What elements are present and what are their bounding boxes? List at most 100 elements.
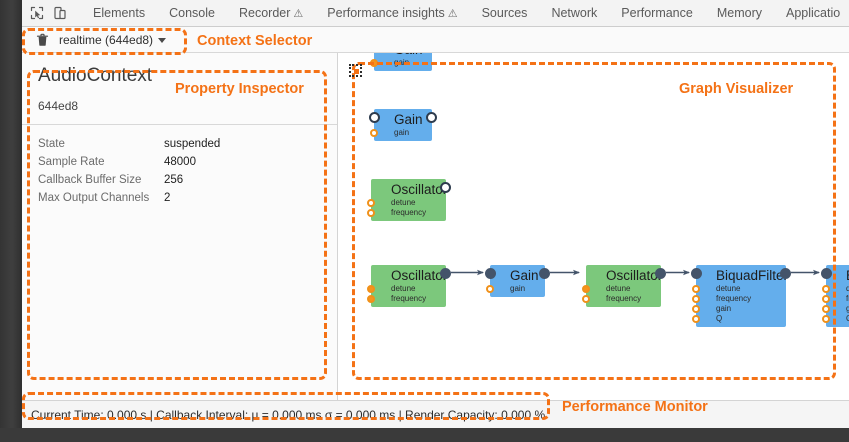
param-port-gain[interactable] [692, 305, 700, 313]
property-key: Max Output Channels [38, 192, 150, 204]
graph-node-title: Oscillator [391, 268, 448, 283]
performance-monitor-bar: Current Time: 0.000 s | Callback Interva… [22, 400, 849, 428]
tab-performance-insights[interactable]: Performance insights⚠ [315, 0, 469, 26]
property-value: 2 [164, 192, 171, 204]
audio-param-detune: detune [391, 198, 416, 207]
node-output-port[interactable] [440, 268, 451, 279]
param-port-q[interactable] [822, 315, 830, 323]
node-input-port[interactable] [691, 268, 702, 279]
param-port-frequency[interactable] [582, 295, 590, 303]
table-row: Sample Rate 48000 [38, 153, 323, 171]
param-port-detune[interactable] [822, 285, 830, 293]
audio-param-gain: gain [394, 58, 410, 67]
node-input-port[interactable] [369, 112, 380, 123]
tab-label: Console [169, 6, 215, 20]
param-port-detune[interactable] [367, 199, 375, 207]
devtools-tabbar: Elements Console Recorder⚠ Performance i… [22, 0, 849, 27]
graph-node-title: Gain [394, 112, 423, 127]
table-row: Max Output Channels 2 [38, 189, 323, 207]
param-port-frequency[interactable] [367, 209, 375, 217]
graph-node-title: Oscillator [606, 268, 663, 283]
node-output-port[interactable] [539, 268, 550, 279]
graph-node-title: BiquadFilter [716, 268, 789, 283]
audio-param-frequency: frequency [606, 294, 642, 303]
audio-param-gain: gain [394, 128, 410, 137]
context-selector-value: realtime (644ed8) [59, 32, 154, 47]
property-value: 256 [164, 174, 184, 186]
tab-console[interactable]: Console [157, 0, 227, 26]
window-bottom-chrome [0, 428, 849, 442]
param-port-gain[interactable] [822, 305, 830, 313]
inspect-element-icon[interactable] [30, 6, 44, 20]
audio-param-frequency: frequency [846, 294, 849, 303]
param-port-gain[interactable] [370, 59, 378, 67]
param-port-gain[interactable] [370, 129, 378, 137]
tab-label: Performance [621, 6, 693, 20]
audio-param-frequency: frequency [716, 294, 752, 303]
property-inspector-panel: AudioContext 644ed8 State suspended Samp… [22, 53, 338, 427]
node-output-port[interactable] [655, 268, 666, 279]
performance-monitor-text: Current Time: 0.000 s | Callback Interva… [31, 407, 546, 422]
chevron-down-icon [158, 38, 167, 43]
param-port-q[interactable] [692, 315, 700, 323]
audio-param-gain: gain [510, 284, 526, 293]
node-input-port[interactable] [821, 268, 832, 279]
param-port-detune[interactable] [692, 285, 700, 293]
node-output-port[interactable] [780, 268, 791, 279]
tab-label: Memory [716, 6, 762, 20]
node-input-port[interactable] [485, 268, 496, 279]
param-port-frequency[interactable] [692, 295, 700, 303]
param-port-frequency[interactable] [822, 295, 830, 303]
graph-node-title: BiquadFilter [826, 267, 849, 284]
devtools-panel: Elements Console Recorder⚠ Performance i… [22, 0, 849, 428]
node-output-port[interactable] [440, 182, 451, 193]
property-table: State suspended Sample Rate 48000 Callba… [38, 135, 323, 207]
graph-node-title: Oscillator [391, 182, 448, 197]
tab-application[interactable]: Applicatio [774, 0, 849, 26]
param-port-gain[interactable] [486, 285, 494, 293]
trash-icon[interactable] [34, 32, 50, 48]
device-toolbar-icon[interactable] [53, 6, 67, 20]
tool-icon-group [22, 6, 73, 20]
param-port-frequency[interactable] [367, 295, 375, 303]
tab-elements[interactable]: Elements [81, 0, 157, 26]
experiment-icon: ⚠ [447, 8, 458, 20]
audio-param-detune: detune [606, 284, 631, 293]
page-title: AudioContext [38, 65, 153, 86]
tab-network[interactable]: Network [539, 0, 609, 26]
property-value: 48000 [164, 156, 196, 168]
node-output-port[interactable] [426, 112, 437, 123]
tab-memory[interactable]: Memory [705, 0, 774, 26]
context-id: 644ed8 [38, 99, 79, 113]
property-key: Callback Buffer Size [38, 174, 142, 186]
tab-sources[interactable]: Sources [470, 0, 540, 26]
tab-recorder[interactable]: Recorder⚠ [227, 0, 315, 26]
audio-param-q: Q [826, 314, 849, 324]
audio-context-select[interactable]: realtime (644ed8) [59, 32, 167, 47]
tab-performance[interactable]: Performance [609, 0, 705, 26]
param-port-detune[interactable] [367, 285, 375, 293]
tab-label: Sources [481, 6, 528, 20]
audio-param-detune: detune [391, 284, 416, 293]
property-value: suspended [164, 138, 221, 150]
graph-visualizer-canvas[interactable]: GaingainGaingainOscillatordetunefrequenc… [338, 53, 849, 427]
tab-label: Applicatio [786, 6, 841, 20]
tab-label: Performance insights [327, 6, 445, 20]
audio-param-frequency: frequency [391, 294, 427, 303]
property-key: Sample Rate [38, 156, 105, 168]
audio-param-frequency: frequency [391, 208, 427, 217]
divider [22, 124, 337, 125]
param-port-detune[interactable] [582, 285, 590, 293]
property-key: State [38, 138, 65, 150]
devtools-body: AudioContext 644ed8 State suspended Samp… [22, 53, 849, 427]
table-row: State suspended [38, 135, 323, 153]
